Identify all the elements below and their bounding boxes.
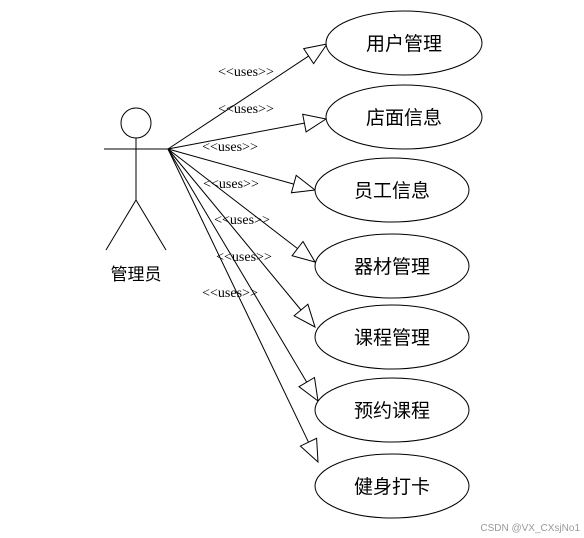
- use-case-label: 店面信息: [366, 107, 442, 129]
- use-case: 用户管理: [325, 10, 483, 76]
- uses-stereotype-label: <<uses>>: [202, 286, 258, 301]
- watermark: CSDN @VX_CXsjNo1: [480, 523, 580, 534]
- actor-head: [120, 107, 152, 139]
- uses-labels: <<uses>> <<uses>> <<uses>> <<uses>> <<uses>>…: [202, 65, 274, 301]
- uses-stereotype-label: <<uses>>: [216, 250, 272, 265]
- use-case: 课程管理: [314, 304, 470, 370]
- use-case-label: 健身打卡: [354, 476, 430, 498]
- use-case-ellipse: [314, 233, 470, 299]
- uses-stereotype-label: <<uses>>: [214, 213, 270, 228]
- open-arrowhead: [291, 240, 317, 263]
- use-case: 器材管理: [314, 233, 470, 299]
- use-case: 健身打卡: [314, 453, 470, 519]
- actor-right-leg: [135, 199, 167, 251]
- use-case: 员工信息: [314, 157, 470, 223]
- use-case-label: 预约课程: [354, 400, 430, 422]
- association-line: [167, 148, 298, 249]
- use-case-ellipse: [325, 84, 483, 150]
- use-case-label: 用户管理: [366, 33, 442, 55]
- open-arrowhead: [298, 376, 319, 403]
- use-case-ellipse: [314, 157, 470, 223]
- open-arrowhead: [290, 174, 317, 194]
- uses-stereotype-label: <<uses>>: [203, 177, 259, 192]
- uses-stereotype-label: <<uses>>: [218, 65, 274, 80]
- use-case: 店面信息: [325, 84, 483, 150]
- uses-stereotype-label: <<uses>>: [202, 140, 258, 155]
- association-line: [167, 148, 308, 383]
- uses-stereotype-label: <<uses>>: [218, 102, 274, 117]
- use-case-ellipse: [314, 377, 470, 443]
- use-case-label: 课程管理: [354, 327, 430, 349]
- actor-label: 管理员: [111, 265, 162, 285]
- association-lines: [167, 43, 329, 464]
- association-line: [167, 148, 302, 311]
- use-case-label: 员工信息: [354, 180, 430, 202]
- actor-figure: [104, 107, 168, 251]
- open-arrowhead: [302, 113, 328, 133]
- association-line: [167, 122, 305, 150]
- open-arrowhead: [293, 303, 316, 329]
- association-line: [167, 55, 309, 150]
- association-line: [167, 148, 294, 185]
- open-arrowhead: [302, 43, 329, 65]
- association-line: [167, 148, 309, 443]
- use-case-ellipse: [314, 304, 470, 370]
- use-case-ellipse: [314, 453, 470, 519]
- use-case-ellipse: [325, 10, 483, 76]
- actor-left-leg: [105, 199, 137, 251]
- use-case: 预约课程: [314, 377, 470, 443]
- use-case-label: 器材管理: [354, 256, 430, 278]
- open-arrowhead: [299, 437, 319, 464]
